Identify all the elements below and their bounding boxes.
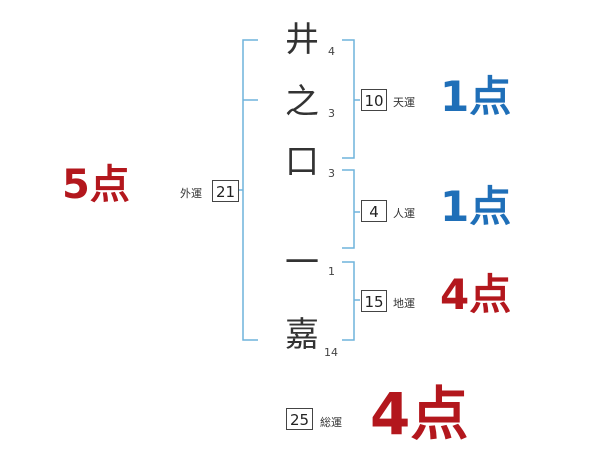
sou-label: 総運 [320,416,342,429]
ten-label: 天運 [393,96,415,109]
name-char-2: 之 [285,82,319,122]
sou-value-box: 25 [286,408,313,430]
jin-score: 1点 [440,182,512,231]
stroke-count-3: 3 [328,167,335,180]
stroke-count-1: 4 [328,45,335,58]
sou-score: 4点 [370,380,469,448]
gai-score: 5点 [62,162,130,208]
name-char-1: 井 [285,20,319,60]
stroke-count-2: 3 [328,107,335,120]
name-char-4: 一 [285,243,319,283]
ten-value-box: 10 [361,89,387,111]
chi-label: 地運 [393,297,415,310]
outer-bracket [242,39,258,341]
chi-score: 4点 [440,270,512,319]
ten-score: 1点 [440,72,512,121]
jin-label: 人運 [393,207,415,220]
gai-value-box: 21 [212,180,239,202]
chi-value-box: 15 [361,290,387,312]
jin-bracket [342,169,355,249]
jin-value-box: 4 [361,200,387,222]
name-char-3: 口 [285,142,319,182]
stroke-count-5: 14 [324,346,338,359]
ten-bracket [342,39,355,159]
name-char-5: 嘉 [285,315,319,355]
gai-label: 外運 [180,187,202,200]
chi-bracket [342,261,355,341]
stroke-count-4: 1 [328,265,335,278]
